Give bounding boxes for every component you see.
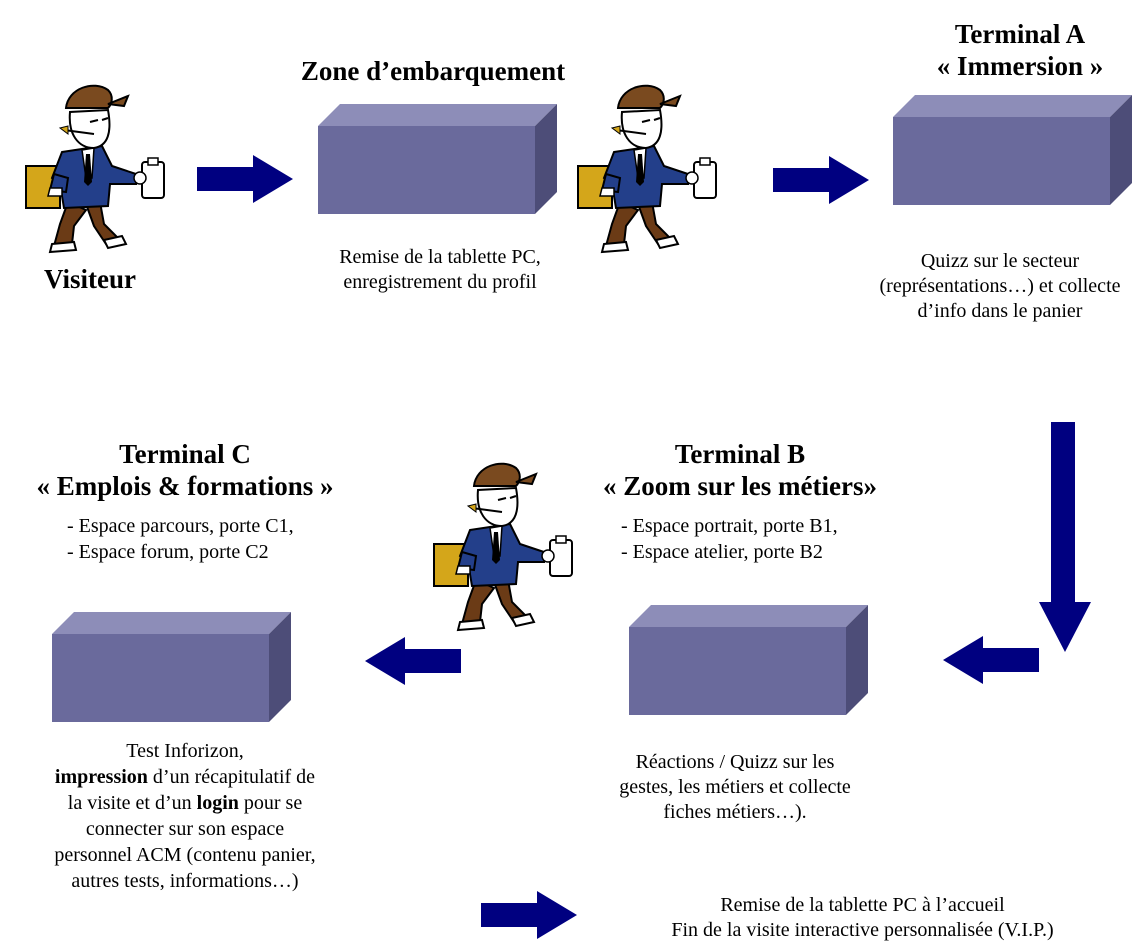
terminal-c-caption: Test Inforizon, impression d’un récapitu…: [54, 740, 316, 892]
arrow-right-icon: [481, 891, 577, 939]
arrow-right-icon: [773, 156, 869, 204]
terminal-b-item-1: - Espace portrait, porte B1,: [621, 515, 838, 537]
visitor-2-icon: [577, 84, 717, 253]
boarding-zone-box: [318, 104, 557, 214]
terminal-a-caption: Quizz sur le secteur (représentations…) …: [879, 250, 1121, 322]
terminal-b-items: - Espace portrait, porte B1, - Espace at…: [621, 513, 838, 565]
end-caption: Remise de la tablette PC à l’accueil Fin…: [671, 894, 1054, 941]
terminal-c-item-2: - Espace forum, porte C2: [67, 541, 269, 563]
arrow-left-icon: [943, 636, 1039, 684]
terminal-b-item-2: - Espace atelier, porte B2: [621, 541, 823, 563]
visitor-label: Visiteur: [44, 264, 136, 294]
arrow-down-icon: [1039, 422, 1091, 652]
terminal-c-items: - Espace parcours, porte C1, - Espace fo…: [67, 513, 294, 565]
terminal-b-box: [629, 605, 868, 715]
terminal-c-item-1: - Espace parcours, porte C1,: [67, 515, 294, 537]
boarding-zone-title: Zone d’embarquement: [300, 56, 566, 86]
visitor-1-icon: [25, 84, 165, 253]
terminal-c-title: Terminal C « Emplois & formations »: [36, 439, 334, 501]
arrow-right-icon: [197, 155, 293, 203]
terminal-b-title: Terminal B « Zoom sur les métiers»: [603, 439, 877, 501]
terminal-a-title: Terminal A « Immersion »: [936, 19, 1104, 81]
visitor-3-icon: [433, 462, 573, 631]
terminal-a-box: [893, 95, 1132, 205]
boarding-zone-caption: Remise de la tablette PC, enregistrement…: [339, 246, 541, 293]
terminal-c-box: [52, 612, 291, 722]
arrow-left-icon: [365, 637, 461, 685]
terminal-b-caption: Réactions / Quizz sur les gestes, les mé…: [619, 751, 851, 823]
